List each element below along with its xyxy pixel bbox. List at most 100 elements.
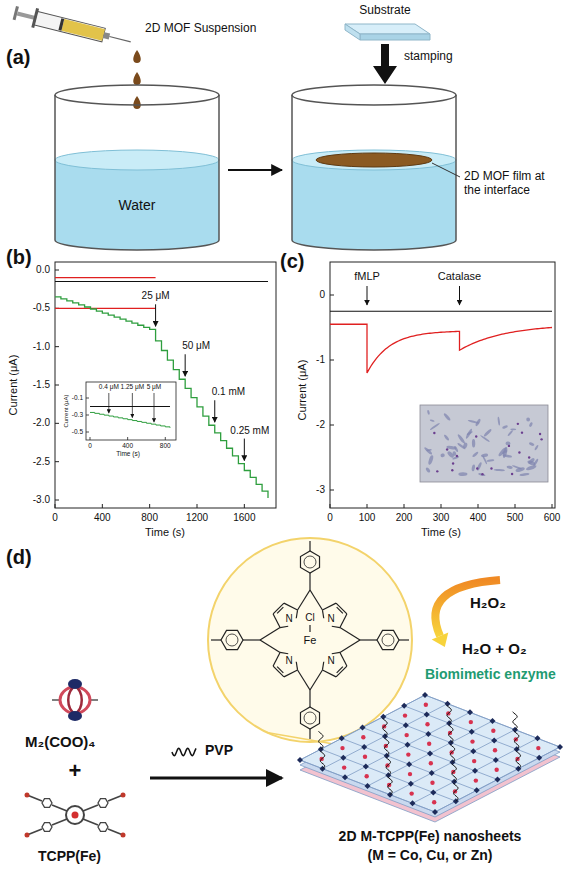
metal-node [467,709,473,715]
control-trace [55,277,156,278]
callout-label: 2D MOF film at the interface [464,170,562,198]
substrate-side [345,24,360,40]
component-label: TCPP(Fe) [38,848,101,864]
porphyrin-site [340,746,344,750]
inset-addition-arrow [108,393,109,413]
tick-mark [149,504,150,508]
tick-mark [165,437,166,440]
linker-arm [83,805,98,811]
linker-arm [52,819,67,825]
cell-shape [502,425,508,429]
chemical-bond [280,652,288,653]
atom-label: Fe [304,634,317,647]
metal-node [405,742,411,748]
porphyrin-site [493,748,497,752]
cell-shape [458,472,467,476]
component-label: 2D MOF Suspension [145,22,256,36]
chemical-bond [273,614,280,628]
linker-arm [83,819,98,825]
chemical-bond [322,603,336,610]
cell-shape [533,458,539,467]
cell-shape [472,439,475,448]
enzyme-label: Biomimetic enzyme [425,666,556,682]
atom-label: Cl [305,612,314,624]
cell-nucleus [456,455,458,457]
metal-node [470,748,476,754]
tick-mark [102,504,103,508]
cell-nucleus [446,448,448,450]
porphyrin-site [363,755,367,759]
chemical-bond [309,729,310,739]
cell-shape [507,430,513,437]
metal-node [363,764,369,770]
porphyrin-site [361,735,365,739]
cell-shape [510,428,516,430]
pvp-chain [172,748,196,755]
tick-mark [367,504,368,508]
tick-mark [330,490,334,491]
beaker [292,85,456,250]
cell-shape [528,422,533,428]
phenyl-ring [98,799,108,808]
panel-letter: (a) [6,46,30,69]
atom-label: N [285,655,292,667]
axis-tick: 0 [319,289,325,301]
metal-node [432,809,438,815]
metal-node [469,729,475,735]
cell-shape [447,450,455,458]
porphyrin-site [403,713,407,717]
lattice-line [425,695,560,747]
inset-control-trace [90,406,170,407]
plot-frame [55,262,276,508]
stamping-arrow [373,44,397,84]
pvp-chain [513,712,518,730]
cell-shape [465,428,473,439]
chemical-bond [298,670,310,690]
inset-frame [86,382,176,440]
panel-letter: (b) [6,246,32,269]
inset-axis-title: Current (μA) [63,394,70,427]
porphyrin-structure [211,541,409,739]
lattice-line [383,717,518,769]
syringe-plunger [58,18,64,30]
porphyrin-site [491,729,495,733]
water-surface [292,150,456,170]
cell-shape [424,447,433,456]
cell-nucleus [518,451,520,453]
zoom-halo [208,538,412,742]
pvp-chain [386,757,391,775]
operator-symbol: + [69,758,82,783]
metal-node [472,768,478,774]
axis-tick: 0.0 [36,264,50,276]
inset-axis-tick: 800 [160,442,171,449]
phenyl-ring [42,823,52,832]
axis-tick: 400 [470,512,487,524]
lattice-line [435,747,560,812]
porphyrin-site [409,791,413,795]
tick-mark [127,437,128,440]
phenyl-ring [42,799,52,808]
axis-tick: -3 [316,484,325,496]
cell-nucleus [475,435,477,437]
axis-tick: -1 [316,354,325,366]
tick-mark [55,423,59,424]
catalysis-arrowhead [432,632,449,647]
porphyrin-site [430,781,434,785]
axis-title: Time (s) [145,526,185,539]
chemical-bond [296,662,297,670]
porphyrin-site [432,800,436,804]
cell-shape [426,449,432,452]
cell-nucleus [511,473,513,475]
product-title: 2D M-TCPP(Fe) nanosheets [339,828,522,844]
cell-shape [482,455,488,465]
metal-node [401,703,407,709]
atom-label: N [327,613,334,625]
chemical-bond [399,639,409,640]
tick-mark [55,346,59,347]
nanosheet [297,692,563,822]
metal-node [406,761,412,767]
metal-node [493,757,499,763]
lattice-line [413,738,538,803]
tick-mark [55,270,59,271]
axis-tick: -2 [316,419,325,431]
